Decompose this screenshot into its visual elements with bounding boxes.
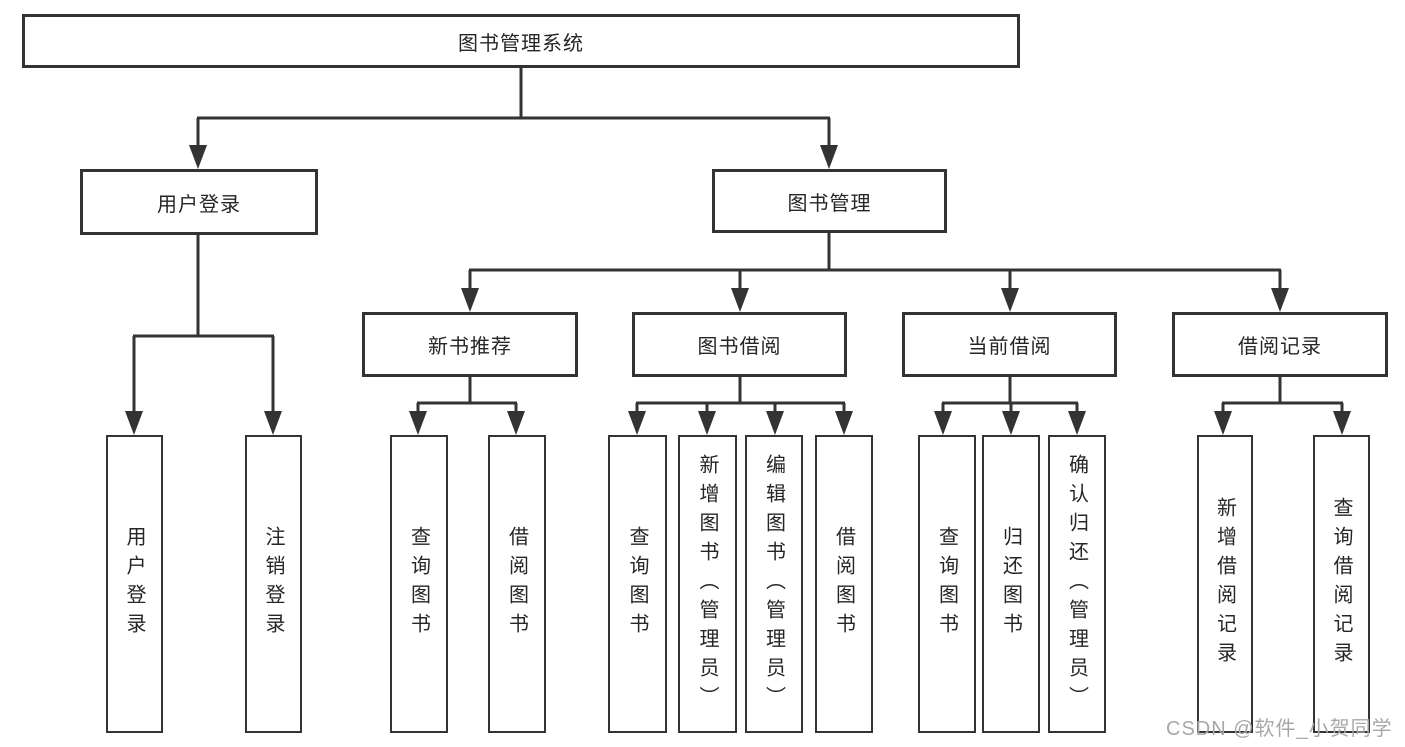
leaf-borrow-query-label: 查询图书 [626, 526, 648, 642]
leaf-new-book-query: 查询图书 [390, 435, 448, 733]
node-current-borrow: 当前借阅 [902, 312, 1117, 377]
leaf-new-book-borrow-label: 借阅图书 [505, 526, 528, 642]
csdn-watermark: CSDN @软件_小贺同学 [1166, 718, 1393, 740]
node-root: 图书管理系统 [22, 14, 1020, 68]
node-user-login-label: 用户登录 [157, 193, 241, 216]
node-borrow-record: 借阅记录 [1172, 312, 1388, 377]
node-book-mgmt-label: 图书管理 [787, 192, 872, 215]
leaf-logout: 注销登录 [245, 435, 302, 733]
leaf-borrow-book-label: 借阅图书 [832, 526, 855, 642]
leaf-current-query-label: 查询图书 [935, 526, 958, 642]
connector-book-mgmt-to-level3 [468, 232, 1282, 296]
node-borrow-record-label: 借阅记录 [1238, 336, 1322, 358]
connector-book-borrow-children [635, 376, 846, 418]
connector-current-borrow-children [941, 376, 1079, 418]
connector-borrow-record-children [1221, 376, 1344, 418]
leaf-new-book-borrow: 借阅图书 [488, 435, 546, 733]
leaf-borrow-edit-admin: 编辑图书（管理员） [745, 435, 803, 733]
connector-root-to-level2 [196, 68, 831, 152]
leaf-current-confirm-admin: 确认归还（管理员） [1048, 435, 1106, 733]
node-root-label: 图书管理系统 [458, 32, 584, 55]
node-book-borrow-label: 图书借阅 [697, 336, 782, 358]
leaf-borrow-edit-admin-label: 编辑图书（管理员） [762, 453, 785, 715]
leaf-record-add: 新增借阅记录 [1197, 435, 1253, 733]
connector-new-book-children [416, 376, 518, 418]
leaf-borrow-book: 借阅图书 [815, 435, 873, 733]
connector-user-login-children [132, 234, 275, 418]
leaf-record-query-label: 查询借阅记录 [1330, 497, 1352, 671]
leaf-record-query: 查询借阅记录 [1313, 435, 1370, 733]
node-book-mgmt: 图书管理 [712, 169, 947, 233]
node-book-borrow: 图书借阅 [632, 312, 847, 377]
leaf-current-return-label: 归还图书 [999, 526, 1022, 642]
leaf-borrow-add-admin-label: 新增图书（管理员） [696, 453, 718, 715]
leaf-new-book-query-label: 查询图书 [407, 526, 430, 642]
node-new-book-label: 新书推荐 [428, 336, 512, 358]
node-new-book: 新书推荐 [362, 312, 578, 377]
leaf-current-query: 查询图书 [918, 435, 976, 733]
leaf-current-confirm-admin-label: 确认归还（管理员） [1065, 453, 1088, 715]
leaf-logout-label: 注销登录 [262, 526, 284, 642]
leaf-borrow-query: 查询图书 [608, 435, 667, 733]
leaf-record-add-label: 新增借阅记录 [1213, 497, 1236, 671]
arrowheads [125, 145, 1351, 435]
leaf-borrow-add-admin: 新增图书（管理员） [678, 435, 737, 733]
leaf-user-login: 用户登录 [106, 435, 163, 733]
leaf-current-return: 归还图书 [982, 435, 1040, 733]
leaf-user-login-label: 用户登录 [123, 526, 145, 642]
node-user-login: 用户登录 [80, 169, 318, 235]
node-current-borrow-label: 当前借阅 [967, 336, 1052, 358]
